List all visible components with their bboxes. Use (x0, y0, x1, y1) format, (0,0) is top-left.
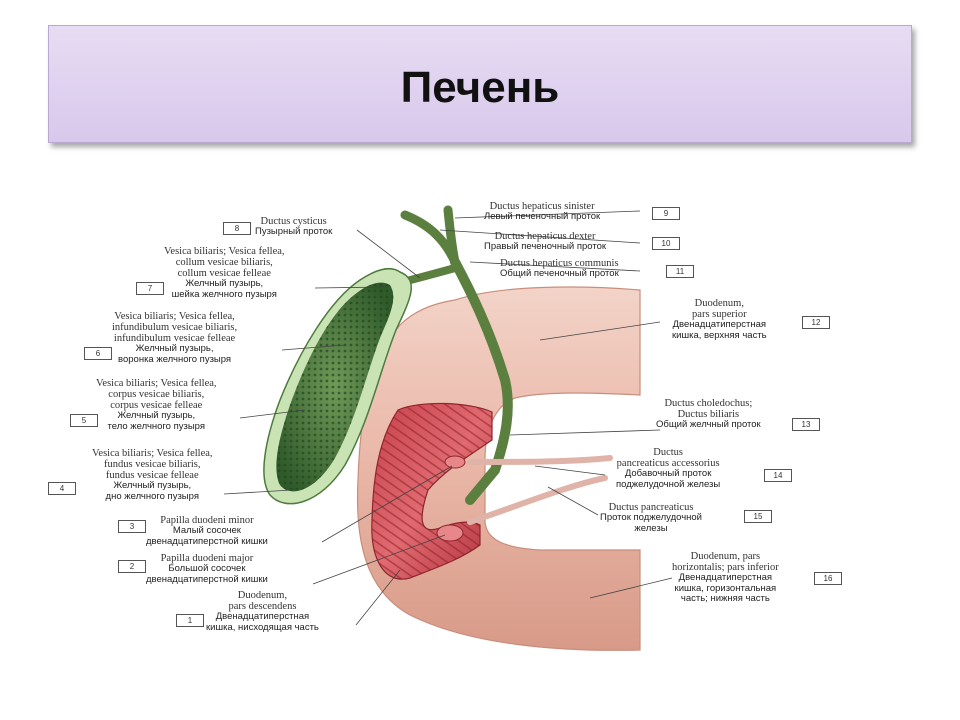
label-number-12: 12 (802, 316, 830, 329)
label-russian: Общий желчный проток (656, 419, 761, 430)
label-russian: Пузырный проток (255, 226, 333, 237)
label-latin: Papilla duodeni major (160, 553, 254, 564)
label-russian: Желчный пузырь, (113, 480, 192, 491)
label-gallbladder-fundus: Vesica biliaris; Vesica fellea, fundus v… (92, 448, 213, 502)
label-russian: Проток поджелудочной (600, 512, 702, 523)
label-number-5: 5 (70, 414, 98, 427)
label-russian: Желчный пузырь, (135, 343, 214, 354)
label-right-hepatic-duct: Ductus hepaticus dexter Правый печеночны… (484, 231, 606, 253)
label-duodenum-superior: Duodenum, pars superior Двенадцатиперстн… (672, 298, 767, 341)
label-latin: Duodenum, (237, 590, 288, 601)
label-papilla-minor: Papilla duodeni minor Малый сосочек двен… (146, 515, 268, 547)
label-cystic-duct: Ductus cysticus Пузырный проток (255, 216, 332, 238)
label-russian: дно желчного пузыря (105, 490, 199, 502)
label-latin: Ductus biliaris (677, 409, 740, 420)
label-russian: часть; нижняя часть (680, 593, 770, 604)
label-latin: corpus vesicae felleae (110, 400, 203, 411)
label-latin: Vesica biliaris; Vesica fellea, (164, 246, 285, 257)
label-russian: Желчный пузырь, (185, 278, 264, 289)
label-russian: Желчный пузырь, (117, 410, 196, 421)
label-number-13: 13 (792, 418, 820, 431)
label-russian: Двенадцатиперстная (672, 319, 766, 330)
label-latin: pancreaticus accessorius (616, 458, 720, 469)
label-russian: двенадцатиперстной кишки (146, 535, 268, 547)
label-russian: Правый печеночный проток (484, 241, 607, 252)
label-latin: Vesica biliaris; Vesica fellea, (96, 378, 217, 389)
label-russian: Добавочный проток (624, 468, 712, 479)
slide-title: Печень (400, 63, 560, 112)
label-latin: Papilla duodeni minor (160, 515, 254, 526)
label-latin: infundibulum vesicae felleae (113, 333, 236, 344)
label-russian: Общий печеночный проток (500, 268, 619, 279)
label-gallbladder-neck: Vesica biliaris; Vesica fellea, collum v… (164, 246, 285, 300)
label-number-3: 3 (118, 520, 146, 533)
label-russian: Малый сосочек (172, 525, 241, 536)
label-latin: collum vesicae biliaris, (175, 257, 273, 268)
label-latin: corpus vesicae biliaris, (108, 389, 205, 400)
title-banner: Печень (48, 25, 912, 143)
label-russian: Левый печеночный проток (484, 211, 601, 222)
label-russian: Двенадцатиперстная (215, 611, 310, 622)
label-russian: шейка желчного пузыря (171, 288, 277, 300)
label-latin: Ductus pancreaticus (608, 502, 694, 513)
label-duodenum-horizontal: Duodenum, pars horizontalis; pars inferi… (672, 551, 779, 605)
duodenum (356, 286, 641, 651)
label-russian: кишка, верхняя часть (672, 329, 767, 341)
label-number-2: 2 (118, 560, 146, 573)
label-number-8: 8 (223, 222, 251, 235)
label-latin: Ductus hepaticus communis (500, 258, 619, 269)
label-left-hepatic-duct: Ductus hepaticus sinister Левый печеночн… (484, 201, 600, 223)
label-latin: Ductus hepaticus dexter (494, 231, 596, 242)
label-latin: Duodenum, pars (690, 551, 761, 562)
label-latin: collum vesicae felleae (177, 268, 271, 279)
label-pancreatic-duct: Ductus pancreaticus Проток поджелудочной… (600, 502, 702, 534)
label-number-14: 14 (764, 469, 792, 482)
label-common-hepatic-duct: Ductus hepaticus communis Общий печеночн… (500, 258, 619, 280)
label-latin: infundibulum vesicae biliaris, (112, 322, 238, 333)
label-number-15: 15 (744, 510, 772, 523)
label-number-1: 1 (176, 614, 204, 627)
label-gallbladder-body: Vesica biliaris; Vesica fellea, corpus v… (96, 378, 217, 432)
label-number-4: 4 (48, 482, 76, 495)
label-latin: horizontalis; pars inferior (672, 562, 779, 573)
label-duodenum-descending: Duodenum, pars descendens Двенадцатиперс… (206, 590, 319, 633)
label-russian: поджелудочной железы (616, 478, 721, 490)
label-russian: Двенадцатиперстная (678, 572, 773, 583)
label-latin: Ductus cysticus (260, 216, 327, 227)
label-russian: кишка, нисходящая часть (206, 621, 319, 633)
label-papilla-major: Papilla duodeni major Большой сосочек дв… (146, 553, 268, 585)
label-number-7: 7 (136, 282, 164, 295)
label-number-6: 6 (84, 347, 112, 360)
label-number-16: 16 (814, 572, 842, 585)
label-latin: Ductus (653, 447, 683, 458)
leader-lines (223, 210, 673, 626)
bile-ducts (388, 205, 613, 525)
label-latin: pars descendens (228, 601, 297, 612)
label-gallbladder-infundibulum: Vesica biliaris; Vesica fellea, infundib… (112, 311, 237, 365)
label-latin: pars superior (692, 309, 747, 320)
label-choledochus: Ductus choledochus; Ductus biliaris Общи… (656, 398, 761, 431)
label-latin: Vesica biliaris; Vesica fellea, (92, 448, 213, 459)
label-russian: воронка желчного пузыря (118, 353, 232, 365)
label-latin: fundus vesicae felleae (105, 470, 199, 481)
label-number-9: 9 (652, 207, 680, 220)
label-number-10: 10 (652, 237, 680, 250)
label-russian: железы (634, 522, 668, 534)
gallbladder (263, 268, 412, 505)
label-russian: Большой сосочек (168, 563, 246, 574)
label-latin: Duodenum, (694, 298, 744, 309)
label-accessory-pancreatic-duct: Ductus pancreaticus accessorius Добавочн… (616, 447, 720, 490)
label-russian: кишка, горизонтальная (674, 582, 777, 594)
label-latin: Ductus choledochus; (664, 398, 753, 409)
label-latin: Ductus hepaticus sinister (489, 201, 595, 212)
label-latin: Vesica biliaris; Vesica fellea, (114, 311, 235, 322)
label-latin: fundus vesicae biliaris, (104, 459, 201, 470)
label-russian: двенадцатиперстной кишки (146, 573, 268, 585)
label-russian: тело желчного пузыря (107, 420, 206, 432)
label-number-11: 11 (666, 265, 694, 278)
